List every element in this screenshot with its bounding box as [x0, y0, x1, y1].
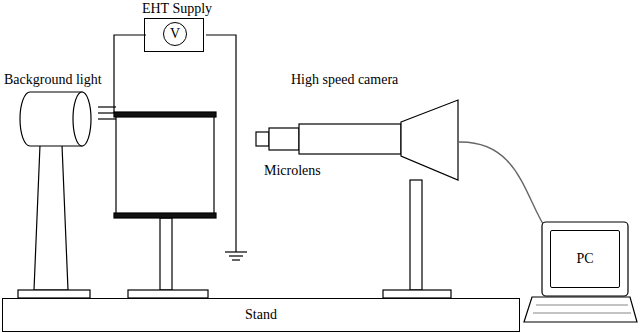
- stand-platform: Stand: [2, 298, 520, 332]
- power-supply-unit: EHT SupplyV: [136, 1, 218, 54]
- cell-base: [128, 290, 208, 298]
- ground-symbol: [229, 255, 243, 256]
- camera-post: [410, 180, 422, 290]
- lens-tube: [269, 128, 299, 150]
- unit-heading: EHT Supply: [136, 1, 218, 17]
- node-text: PC: [576, 251, 593, 267]
- part-label: High speed camera: [290, 72, 399, 88]
- ground-symbol: [232, 259, 240, 260]
- part-label: Background light: [3, 72, 103, 88]
- microlens: [256, 132, 269, 146]
- laptop-keyboard: [524, 297, 637, 322]
- keyboard-line: [533, 312, 631, 313]
- lamp-base: [18, 290, 90, 298]
- laptop: [524, 222, 637, 322]
- electrode-cell: [114, 112, 216, 298]
- part-label: Microlens: [263, 163, 322, 179]
- camera-base: [383, 290, 451, 298]
- supply-wires: [114, 35, 247, 260]
- ground-symbol: [225, 251, 247, 252]
- cell-chamber: [116, 115, 214, 217]
- bottom-electrode: [114, 213, 216, 218]
- high-speed-camera: [256, 100, 458, 298]
- lamp-post: [34, 145, 68, 290]
- node-text: Stand: [245, 307, 277, 323]
- voltmeter-symbol: V: [163, 22, 187, 46]
- wire: [114, 35, 146, 113]
- node-text: V: [170, 26, 180, 42]
- background-light: [18, 92, 120, 298]
- lamp-opening: [73, 92, 91, 146]
- keyboard-line: [536, 304, 628, 305]
- light-ray: [98, 106, 116, 107]
- cell-post: [160, 218, 172, 290]
- camera-housing: [401, 100, 458, 180]
- top-electrode: [114, 112, 216, 117]
- light-ray: [98, 118, 116, 119]
- laptop-screen: PC: [550, 230, 620, 288]
- camera-body: [299, 124, 401, 154]
- camera-cable: [458, 142, 548, 232]
- laptop-lid: [542, 222, 628, 296]
